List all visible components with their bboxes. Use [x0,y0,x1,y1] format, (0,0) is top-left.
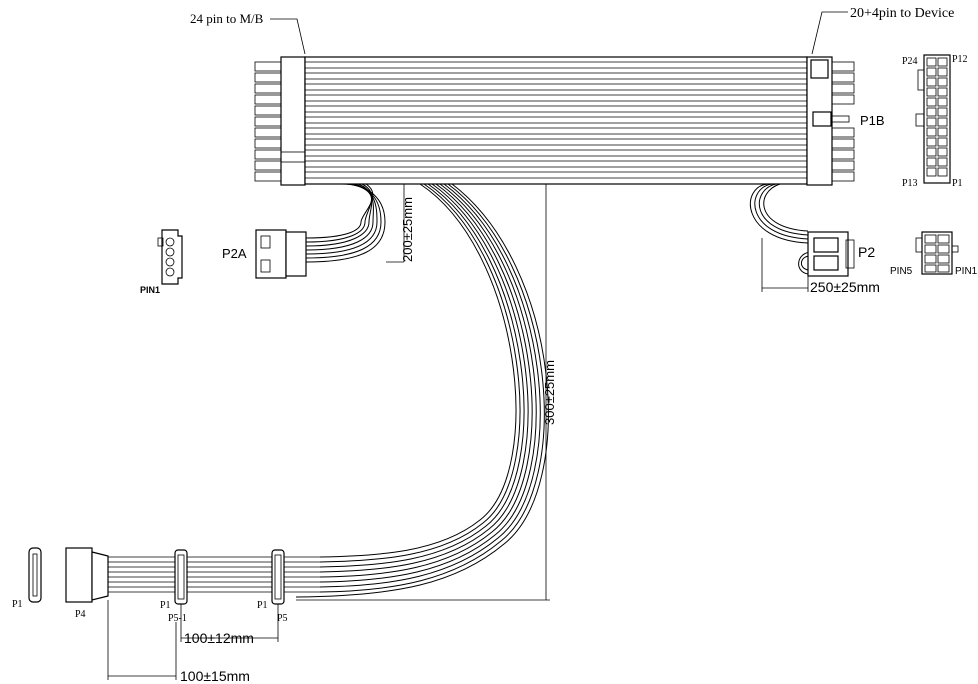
p12-label: P12 [952,54,968,65]
p2-label: P2 [858,244,875,260]
pin1-molex-label: PIN1 [140,285,160,295]
p1b-label: P1B [860,113,885,128]
main-24pin-cable [254,56,855,186]
p5-1-connector [174,549,188,605]
p2a-label: P2A [222,246,247,261]
sata-face-p1-label: P1 [12,599,23,610]
dim-100-15-label: 100±15mm [180,668,250,684]
p24-label: P24 [902,56,918,67]
device-connector-label: 20+4pin to Device [850,6,954,21]
p4-connector [65,547,109,603]
dim-300-label: 300±25mm [542,360,557,425]
p1-face-label: P1 [952,178,963,189]
mb-connector-label: 24 pin to M/B [190,11,264,26]
pin-grid-24 [926,57,948,177]
p2a-wire-loop [305,183,386,263]
main-wire-bundle [304,56,808,185]
mb-label-leader [270,18,306,55]
sata-curved-bundle [295,183,549,598]
connector-24pin-face [915,54,951,184]
pin1-8pin-label: PIN1 [955,266,978,277]
p4-label: P4 [75,609,86,620]
device-connector-pins [831,61,855,182]
sata-face [28,547,42,603]
p5-connector [271,549,285,605]
pin8-face [915,231,959,275]
molex-face [157,229,183,285]
p2-connector [807,231,855,277]
p2-wire-loop [749,183,813,275]
p2a-connector [255,229,307,279]
p5-p1-label: P1 [257,600,268,611]
mb-connector-body [280,56,306,186]
mb-connector-pins [254,61,282,182]
device-label-leader [811,11,848,55]
p5-1-p1-label: P1 [160,600,171,611]
dim-200-label: 200±25mm [400,197,415,262]
sata-straight-wires [108,556,320,593]
dim-100-12-label: 100±12mm [184,630,254,646]
p13-label: P13 [902,178,918,189]
dim-250-label: 250±25mm [810,279,880,295]
pin5-label: PIN5 [890,266,913,277]
p5-1-label: P5-1 [168,613,187,624]
p5-label: P5 [277,613,288,624]
